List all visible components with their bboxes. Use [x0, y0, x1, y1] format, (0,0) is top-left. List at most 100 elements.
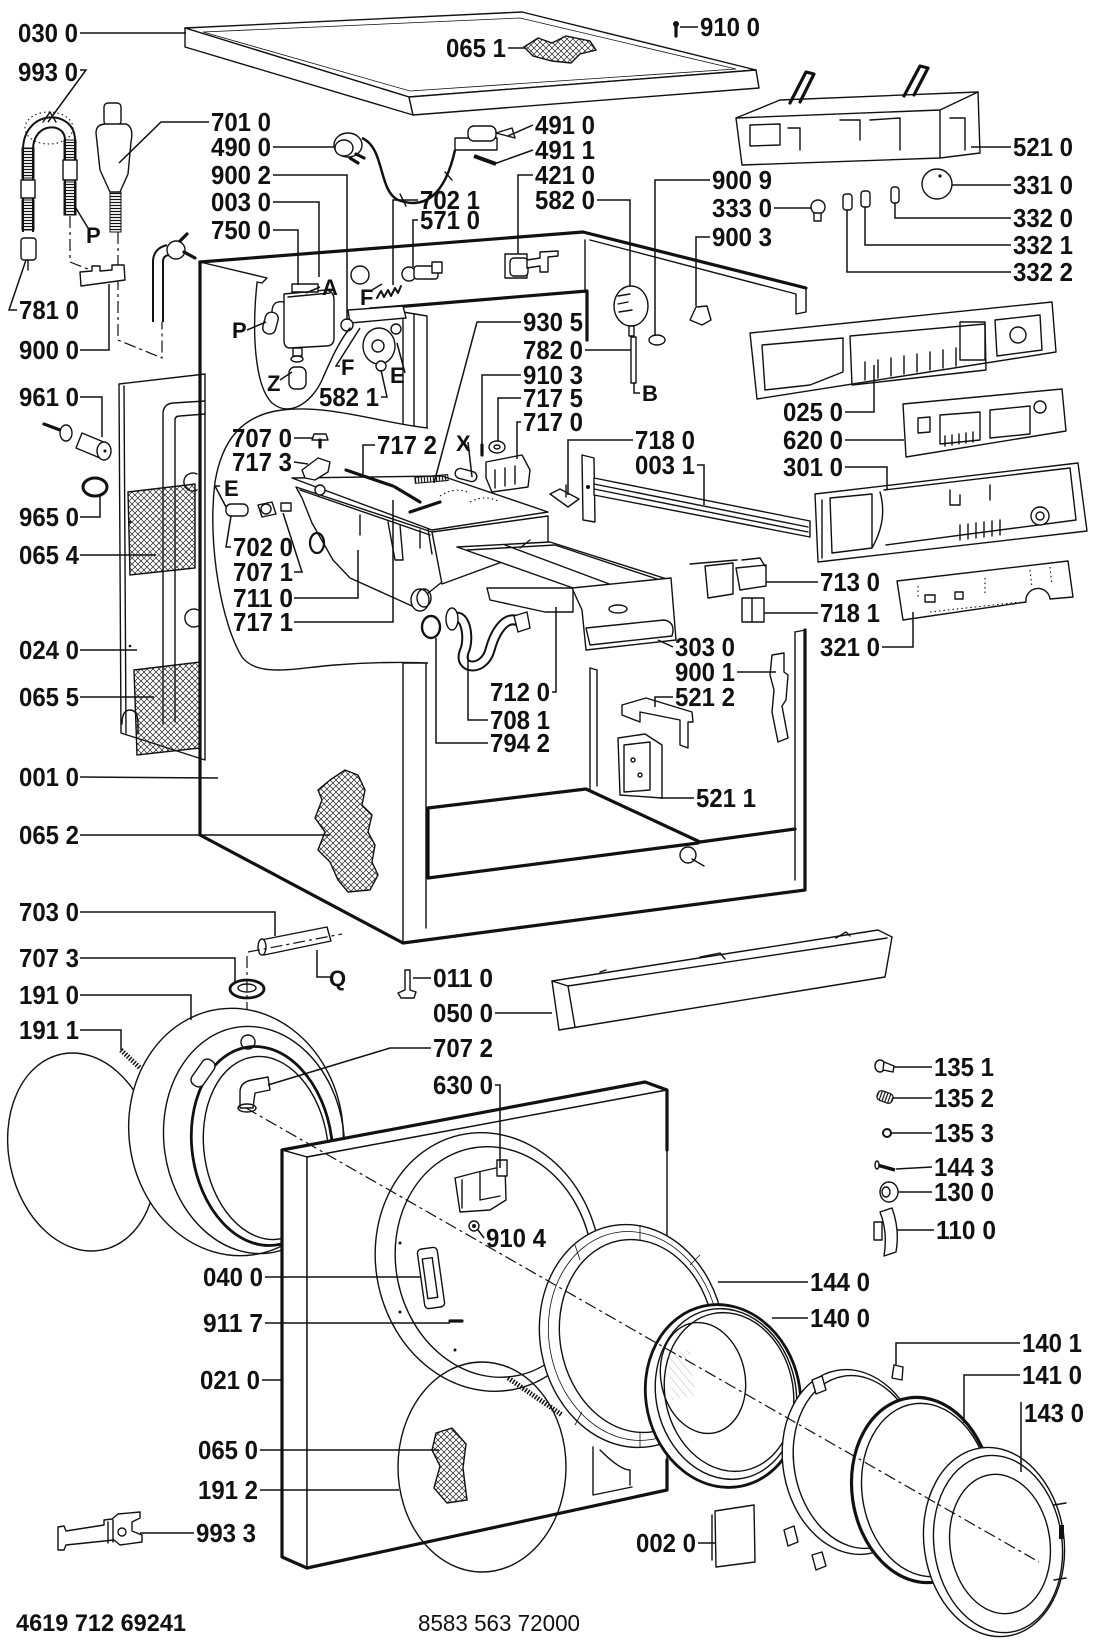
- part-callout: 144 0: [810, 1267, 870, 1297]
- handle-grip: [879, 1207, 899, 1257]
- pressure-tube: [630, 336, 637, 384]
- control-fascia: [814, 462, 1088, 563]
- bracket-switches: [864, 347, 957, 381]
- spring-135-2: [876, 1090, 894, 1104]
- part-callout: 707 3: [19, 943, 79, 973]
- part-callout: 143 0: [1024, 1398, 1084, 1428]
- chamber-body: [283, 289, 335, 349]
- plinth-050: [551, 929, 893, 1031]
- crossbar: [581, 454, 811, 538]
- leader-line: [433, 321, 521, 484]
- elbow-flange: [237, 1103, 257, 1113]
- pressure-switch-terminals: [617, 293, 633, 313]
- leader-line: [507, 124, 534, 137]
- part-callout: 993 0: [18, 57, 78, 87]
- top-cover-rim: [202, 17, 737, 92]
- module-edges: [735, 91, 979, 159]
- chamber-outlet: [292, 347, 303, 357]
- sticker-markings: [917, 566, 1053, 613]
- leader-line: [273, 201, 320, 277]
- gauge-symbol: [350, 265, 370, 285]
- part-callout: 003 1: [635, 450, 695, 480]
- part-callout: 002 0: [636, 1528, 696, 1558]
- cabinet-rear-rail: [589, 239, 807, 315]
- part-callout: 707 2: [433, 1033, 493, 1063]
- fascia-body: [814, 462, 1088, 563]
- marker-letter: F: [360, 285, 373, 310]
- clip-900-3: [689, 305, 712, 326]
- valve-knob: [103, 102, 122, 126]
- part-callout: 030 0: [18, 18, 78, 48]
- part-callout: 708 1: [490, 705, 550, 735]
- marker-leader: [213, 485, 227, 508]
- detail-bubble-pump: [253, 282, 351, 410]
- part-callout: 703 0: [19, 897, 79, 927]
- nut-stub: [280, 502, 292, 512]
- insulation-patch-top: [522, 35, 598, 64]
- tub-front-port: [240, 1034, 256, 1050]
- clamp-717-3: [301, 457, 331, 481]
- cabinet-right-inner-edge: [794, 629, 806, 881]
- drain-elbow: [152, 232, 197, 322]
- part-callout: 491 0: [535, 110, 595, 140]
- filter-center: [103, 449, 107, 453]
- drawer-handle: [585, 619, 674, 646]
- plinth-notches: [599, 931, 851, 973]
- leader-line: [118, 121, 209, 164]
- leader-line: [517, 174, 533, 254]
- leader-line: [412, 219, 418, 267]
- screw-icon: [673, 21, 679, 38]
- part-callout: 707 1: [233, 557, 293, 587]
- module-details: [749, 117, 966, 151]
- marker-leader: [246, 321, 267, 331]
- leader-line: [80, 284, 110, 351]
- leader-line: [552, 607, 557, 693]
- front-panel-dot: [453, 1348, 457, 1352]
- leader-line: [895, 1342, 1020, 1365]
- fascia-inner-frame: [883, 467, 1077, 546]
- inlet-valve: [95, 102, 133, 233]
- part-callout: 332 2: [1013, 257, 1073, 287]
- part-callout: 717 1: [233, 607, 293, 637]
- relay-coil: [509, 257, 529, 277]
- marker-letter: P: [232, 318, 247, 343]
- insulation-patch-door: [431, 1427, 468, 1504]
- valve-block-coils: [494, 465, 516, 489]
- marker-letter: P: [86, 223, 101, 248]
- dispenser-ribs: [299, 489, 433, 561]
- part-callout: 782 0: [523, 335, 583, 365]
- sticker-window: [924, 594, 936, 603]
- wrench-body: [57, 1511, 143, 1551]
- part-callout: 993 3: [196, 1518, 256, 1548]
- door-143: [922, 1446, 1067, 1638]
- part-callout: 717 3: [232, 447, 292, 477]
- plug-face: [334, 139, 354, 157]
- plinth-body: [551, 929, 893, 1031]
- pump-port: [390, 323, 402, 335]
- ring-window: [659, 1321, 747, 1435]
- module-housing: [735, 91, 981, 166]
- part-callout: 582 1: [319, 382, 379, 412]
- bracket-frame: [749, 301, 1057, 400]
- cap-z: [288, 366, 307, 390]
- tube-axis: [247, 933, 343, 953]
- frame-tab: [891, 1364, 904, 1381]
- cabinet-floor-frame: [426, 787, 797, 880]
- pump-body: [362, 327, 396, 365]
- selector-knob: [810, 199, 826, 222]
- top-cover: [184, 11, 760, 116]
- pump-hub: [371, 339, 385, 353]
- circuit-board: [902, 388, 1067, 458]
- part-callout: 900 1: [675, 657, 735, 687]
- footer-code-center: 8583 563 72000: [418, 1610, 580, 1636]
- side-panel-dot: [128, 644, 132, 648]
- pcb-body: [902, 388, 1067, 458]
- side-panel-notch: [121, 709, 139, 735]
- crossbar-grooves: [593, 483, 809, 533]
- cabinet-inner-back-top: [368, 289, 589, 342]
- part-callout: 141 0: [1022, 1360, 1082, 1390]
- door-window: [948, 1473, 1052, 1615]
- leader-line: [293, 461, 309, 465]
- cover-521-2: [621, 697, 694, 749]
- door-lock-630: [454, 1159, 508, 1213]
